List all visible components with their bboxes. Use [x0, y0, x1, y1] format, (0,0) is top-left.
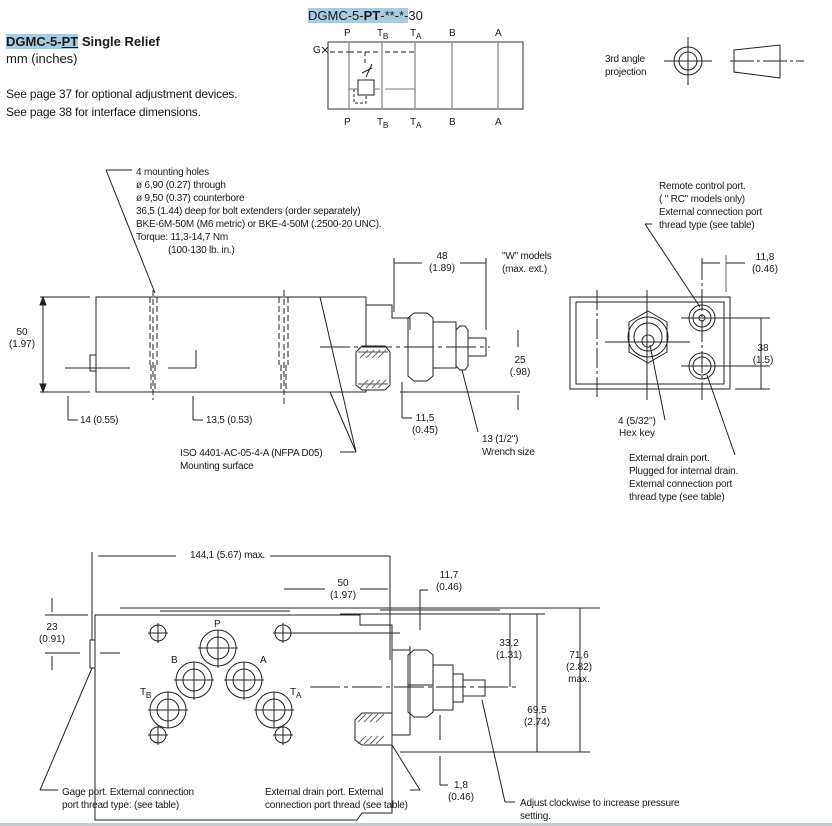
- bottom-border: [0, 823, 832, 826]
- schematic-port-b-top: B: [449, 28, 456, 39]
- dim-13-5: 13,5 (0.53): [206, 415, 253, 426]
- port-label-tb: TB: [140, 687, 152, 700]
- note-adjustment: See page 37 for optional adjustment devi…: [6, 87, 238, 101]
- external-drain-port-note: External drain port.Plugged for internal…: [629, 453, 739, 503]
- mounting-holes-note: 4 mounting holes ø 6,90 (0.27) through ø…: [136, 167, 382, 256]
- schematic-port-tb-top: TB: [377, 28, 389, 41]
- dim-11-5: 11,5(0.45): [411, 413, 439, 436]
- dim-11-8: 11,8(0.46): [751, 252, 779, 275]
- port-label-ta: TA: [290, 687, 302, 700]
- schematic-port-a-bottom: A: [495, 117, 502, 128]
- dim-height-50: 50(1.97): [8, 327, 36, 350]
- top-view: [39, 552, 600, 821]
- side-view: [39, 169, 520, 453]
- schematic-port-p-bottom: P: [344, 117, 351, 128]
- port-label-b: B: [171, 655, 178, 666]
- schematic-code: DGMC-5-PT-**-*-30: [308, 8, 423, 23]
- gage-label: G: [313, 45, 321, 56]
- dim-1-8: 1,8(0.46): [447, 780, 475, 803]
- dim-14: 14 (0.55): [80, 415, 119, 426]
- schematic-port-tb-bottom: TB: [377, 117, 389, 130]
- port-label-a: A: [260, 655, 267, 666]
- title-text: Single Relief: [81, 34, 160, 49]
- dim-38: 38(1.5): [752, 343, 774, 366]
- dim-23: 23(0.91): [38, 622, 66, 645]
- port-label-p: P: [214, 619, 221, 630]
- schematic-port-ta-top: TA: [410, 28, 422, 41]
- dim-71-6: 71,6(2.82)max.: [565, 650, 593, 685]
- dim-33-2: 33,2(1.31): [495, 638, 523, 661]
- schematic-port-p-top: P: [344, 28, 351, 39]
- schematic-port-b-bottom: B: [449, 117, 456, 128]
- dim-48: 48(1.89): [428, 251, 456, 274]
- dim-50-top: 50(1.97): [329, 578, 357, 601]
- end-view: [569, 223, 770, 456]
- projection-label-2: projection: [605, 67, 647, 78]
- schematic-port-a-top: A: [495, 28, 502, 39]
- iso-mounting-note: ISO 4401-AC-05-4-A (NFPA D05)Mounting su…: [180, 448, 323, 472]
- model-code: DGMC-5-PT: [6, 34, 79, 49]
- note-interface: See page 38 for interface dimensions.: [6, 105, 201, 119]
- remote-control-port-note: Remote control port.( " RC" models only)…: [659, 181, 763, 231]
- dim-144-1: 144,1 (5.67) max.: [190, 550, 265, 561]
- page-title: DGMC-5-PT Single Relief: [6, 34, 160, 49]
- dim-25: 25(.98): [509, 355, 531, 378]
- third-angle-projection-symbol: [664, 37, 804, 85]
- units-label: mm (inches): [6, 51, 78, 66]
- schematic-port-ta-bottom: TA: [410, 117, 422, 130]
- dim-69-5: 69,5(2.74): [523, 705, 551, 728]
- dim-11-7: 11,7(0.46): [435, 570, 463, 593]
- hydraulic-schematic: [321, 41, 524, 110]
- hex-key-note: 4 (5/32")Hex key: [617, 416, 656, 439]
- wrench-size-note: 13 (1/2")Wrench size: [482, 434, 535, 458]
- projection-label-1: 3rd angle: [605, 54, 645, 65]
- w-models-note: "W" models(max. ext.): [502, 251, 552, 275]
